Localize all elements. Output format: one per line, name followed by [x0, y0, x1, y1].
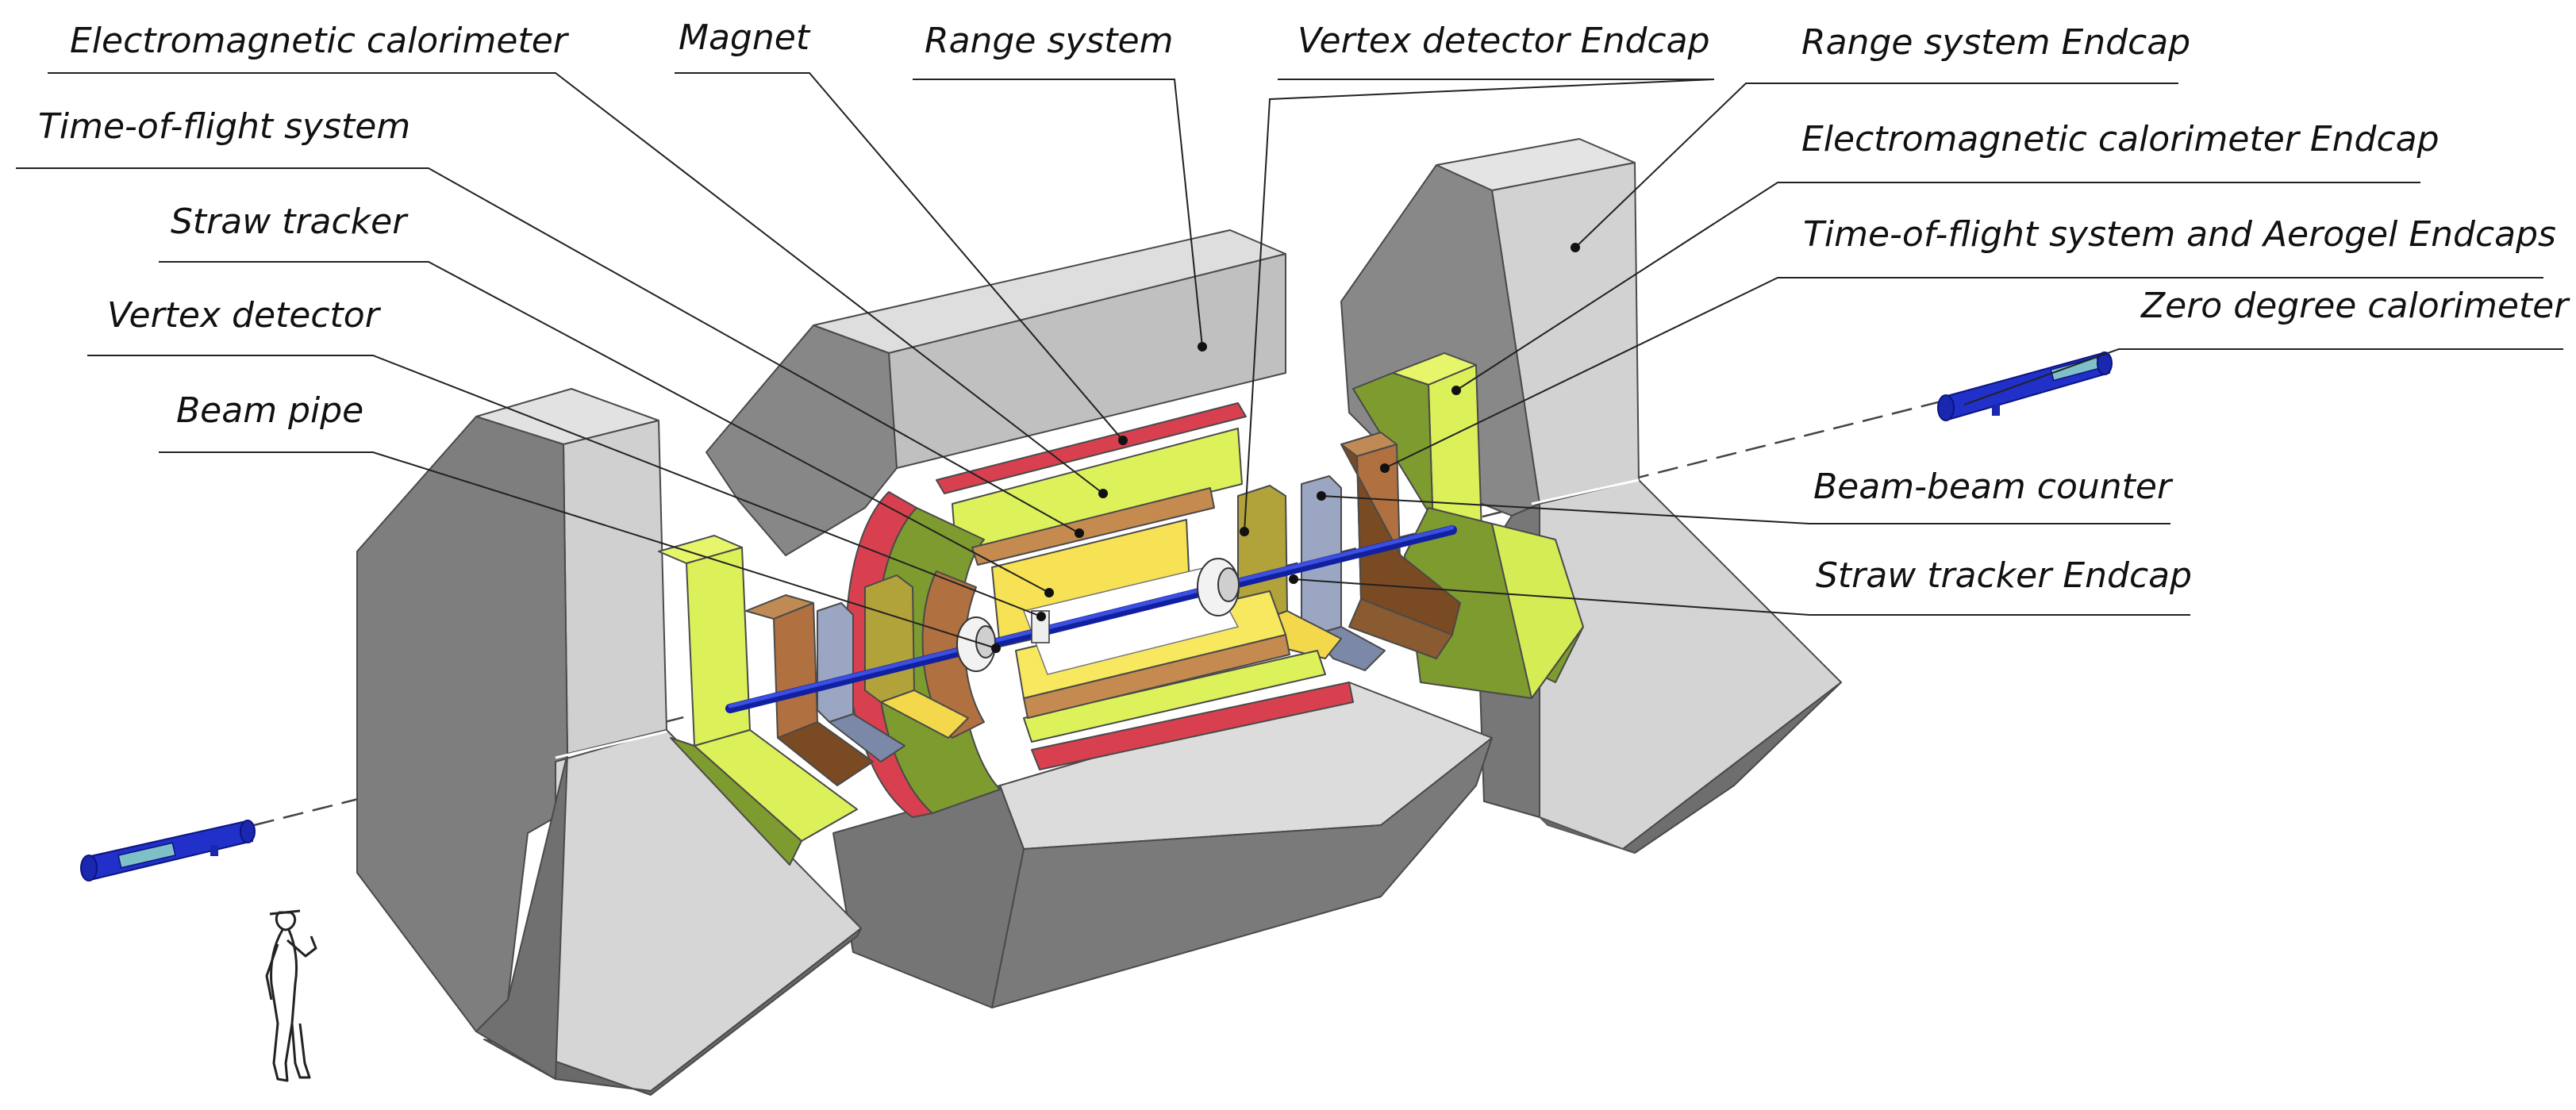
ecal-endcap-left	[658, 535, 858, 866]
tof-endcap-right	[1340, 432, 1461, 659]
human-scale-figure	[265, 909, 317, 1082]
beam-beam-counter-left	[817, 602, 905, 762]
label-vertex-detector-endcap: Vertex detector Endcap	[1298, 21, 1710, 61]
label-magnet: Magnet	[679, 17, 811, 58]
leader-lines	[16, 72, 2563, 649]
range-system-endcap-left	[356, 388, 862, 1096]
leader-dots	[991, 243, 1580, 653]
zero-degree-calorimeter-right	[1937, 351, 2113, 421]
label-beam-pipe: Beam pipe	[176, 390, 363, 431]
label-straw-tracker: Straw tracker	[171, 202, 409, 242]
zero-degree-calorimeter-left	[80, 820, 256, 881]
label-tof-and-aerogel-endcaps: Time-of-flight system and Aerogel Endcap…	[1803, 214, 2556, 255]
label-range-system: Range system	[925, 21, 1173, 61]
tof-endcap-left	[745, 594, 874, 786]
label-time-of-flight-system: Time-of-flight system	[38, 106, 410, 147]
label-beam-beam-counter: Beam-beam counter	[1813, 467, 2174, 507]
label-zero-degree-calorimeter: Zero degree calorimeter	[2140, 286, 2570, 326]
vertex-detector	[956, 610, 1050, 672]
vertex-detector-endcap	[1197, 558, 1240, 616]
range-system-barrel	[706, 229, 1493, 1008]
label-electromagnetic-calorimeter: Electromagnetic calorimeter	[70, 21, 570, 61]
label-straw-tracker-endcap: Straw tracker Endcap	[1816, 555, 2192, 596]
label-vertex-detector: Vertex detector	[107, 295, 382, 336]
labels: Electromagnetic calorimeter Time-of-flig…	[38, 17, 2570, 596]
label-range-system-endcap: Range system Endcap	[1801, 22, 2190, 63]
tof-barrel	[971, 487, 1290, 719]
label-electromagnetic-calorimeter-endcap: Electromagnetic calorimeter Endcap	[1801, 119, 2440, 159]
beam-pipe	[725, 525, 1457, 713]
ecal-endcap-right	[1352, 352, 1584, 699]
